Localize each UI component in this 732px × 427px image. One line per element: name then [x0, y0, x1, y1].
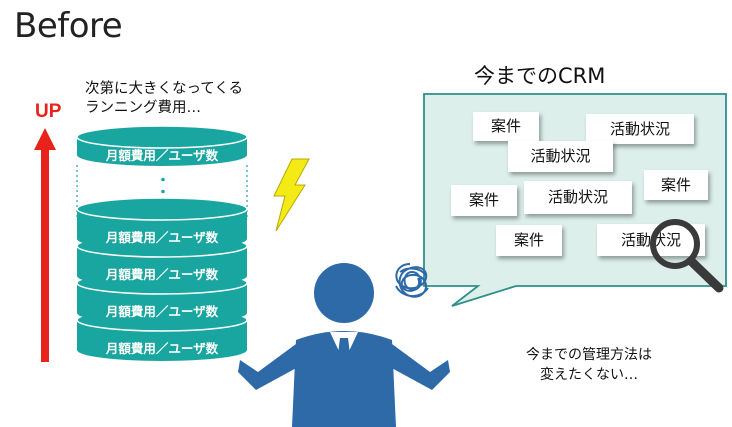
- crm-card: 案件: [644, 170, 708, 200]
- cost-disk: 月額費用／ユーザ数: [76, 197, 248, 250]
- management-note-line-2: 変えたくない…: [540, 367, 638, 383]
- management-note: 今までの管理方法は 変えたくない…: [500, 345, 678, 385]
- crm-card: 活動状況: [508, 141, 613, 172]
- management-note-line-1: 今までの管理方法は: [526, 347, 652, 363]
- businessman-icon: [238, 263, 450, 427]
- lightning-icon: [273, 158, 310, 232]
- crm-card: 案件: [496, 225, 562, 256]
- svg-text:・: ・: [156, 173, 170, 189]
- cost-disk-label: 月額費用／ユーザ数: [105, 148, 219, 163]
- running-cost-note: 次第に大きくなってくる ランニング費用…: [85, 80, 243, 118]
- crm-card: 案件: [473, 112, 539, 141]
- crm-card: 活動状況: [586, 114, 694, 144]
- up-arrow-icon: [34, 128, 56, 362]
- slide-title: Before: [14, 6, 123, 46]
- crm-card: 活動状況: [524, 181, 632, 214]
- crm-card: 案件: [451, 185, 517, 216]
- tangled-scribble-icon: [395, 263, 429, 298]
- running-cost-note-line-2: ランニング費用…: [85, 100, 201, 116]
- cost-disk: 月額費用／ユーザ数: [76, 125, 248, 166]
- cost-disk-label: 月額費用／ユーザ数: [105, 230, 219, 245]
- cost-disk-label: 月額費用／ユーザ数: [105, 267, 219, 282]
- cost-cylinder-stack: ・ ・ ・ 月額費用／ユーザ数 月額費用／ユーザ数 月額費用／ユーザ数 月額費用…: [76, 125, 248, 361]
- cost-disk-label: 月額費用／ユーザ数: [105, 304, 219, 319]
- up-label: UP: [35, 101, 62, 122]
- running-cost-note-line-1: 次第に大きくなってくる: [85, 81, 244, 97]
- cost-disk-label: 月額費用／ユーザ数: [105, 341, 219, 356]
- crm-title: 今までのCRM: [474, 64, 606, 88]
- svg-text:・: ・: [156, 185, 170, 201]
- magnifier-icon: [650, 219, 724, 293]
